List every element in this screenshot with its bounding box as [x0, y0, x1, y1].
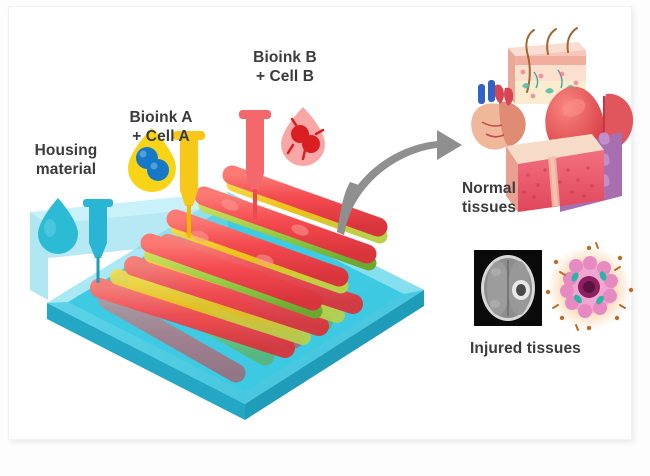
- label-injured-tissues: Injured tissues: [470, 340, 581, 357]
- label-normal-tissues: Normal tissues: [462, 180, 517, 216]
- bioink-b-syringe-icon: [239, 110, 271, 219]
- housing-material-droplet-icon: [38, 198, 78, 254]
- bioink-a-droplet-icon: [128, 128, 176, 192]
- normal-tissues-group: [471, 27, 634, 212]
- skin-tissue-icon: [508, 27, 586, 104]
- label-bioink-a: Bioink A + Cell A: [129, 109, 193, 145]
- inflamed-cell-icon: [545, 242, 634, 331]
- housing-material-syringe-icon: [83, 199, 113, 283]
- label-housing-material: Housing material: [34, 142, 98, 178]
- muscle-tissue-icon: [506, 132, 622, 212]
- bioink-b-droplet-icon: [281, 107, 325, 166]
- brain-mri-scan-icon: [474, 250, 542, 326]
- process-arrow-icon: [337, 130, 462, 235]
- heart-organ-icon: [471, 80, 526, 150]
- injured-tissues-group: [474, 242, 634, 331]
- cell-b-2: [302, 135, 320, 153]
- bioink-a-syringe-icon: [173, 131, 205, 238]
- label-bioink-b: Bioink B + Cell B: [253, 49, 317, 85]
- cell-a-2: [147, 159, 169, 181]
